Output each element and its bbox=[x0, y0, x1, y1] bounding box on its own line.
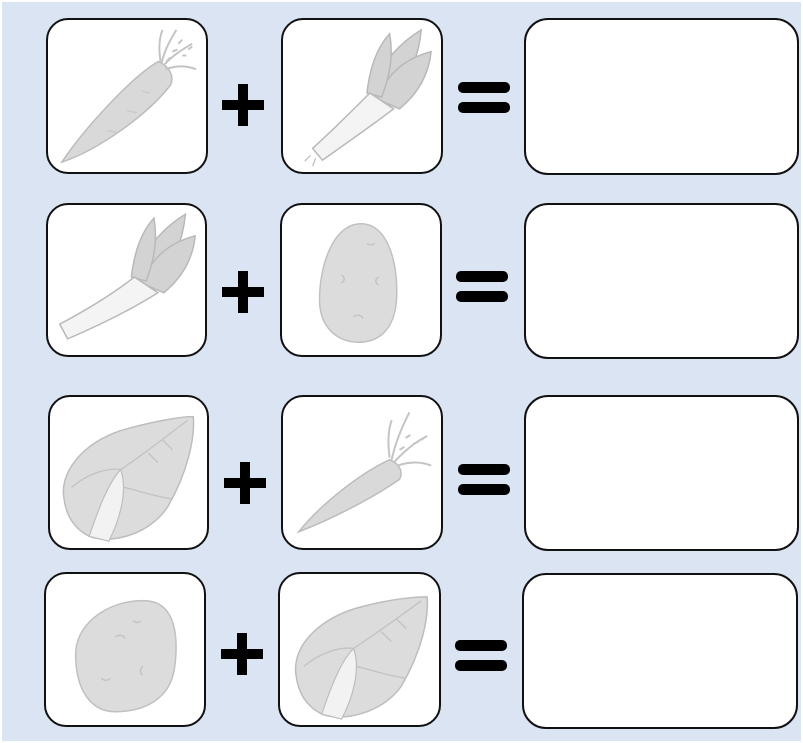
row1-answer-box[interactable] bbox=[524, 18, 799, 175]
equals-sign bbox=[456, 78, 512, 118]
leek-icon bbox=[58, 212, 197, 340]
row1-right-card-leek bbox=[281, 18, 443, 174]
row4-right-card-cabbage bbox=[278, 572, 441, 727]
row2-right-card-potato bbox=[280, 203, 442, 357]
carrot-icon bbox=[60, 29, 197, 164]
row3-answer-box[interactable] bbox=[524, 395, 799, 551]
potato-icon bbox=[318, 222, 398, 343]
carrot-icon bbox=[296, 411, 432, 534]
row3-left-card-cabbage bbox=[48, 395, 209, 550]
row2-left-card-leek bbox=[46, 203, 207, 357]
equals-sign bbox=[454, 267, 510, 307]
cabbage-icon bbox=[294, 596, 429, 720]
plus-sign bbox=[218, 80, 268, 130]
row3-right-card-carrot bbox=[281, 395, 443, 550]
row4-answer-box[interactable] bbox=[522, 573, 798, 729]
potato-icon bbox=[74, 599, 177, 713]
leek-icon bbox=[304, 28, 432, 167]
row2-answer-box[interactable] bbox=[524, 203, 799, 359]
equals-sign bbox=[453, 636, 509, 676]
plus-sign bbox=[217, 629, 267, 679]
cabbage-icon bbox=[62, 415, 195, 542]
equals-sign bbox=[456, 460, 512, 500]
plus-sign bbox=[218, 267, 268, 317]
row1-left-card-carrot bbox=[46, 18, 208, 174]
row4-left-card-potato bbox=[44, 572, 206, 727]
plus-sign bbox=[220, 458, 270, 508]
